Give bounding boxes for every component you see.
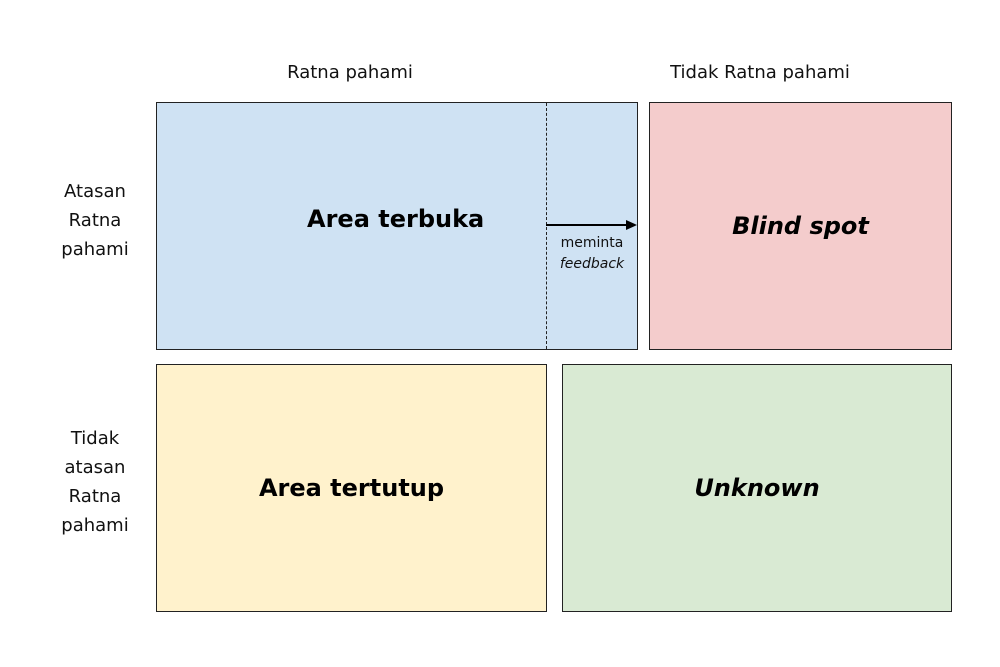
quadrant-title: Area tertutup bbox=[258, 474, 445, 502]
quadrant-hidden-area: Area tertutup bbox=[156, 364, 547, 612]
row-label-boss-knows: Atasan Ratna pahami bbox=[61, 181, 129, 260]
column-label-known: Ratna pahami bbox=[287, 62, 413, 83]
quadrant-blind-spot: Blind spot bbox=[649, 102, 952, 350]
row-label-boss-not-knows: Tidak atasan Ratna pahami bbox=[61, 428, 129, 536]
arrow-icon bbox=[546, 220, 637, 230]
arrow-label-line1: meminta bbox=[560, 235, 624, 251]
arrow-label-line2: feedback bbox=[559, 256, 625, 272]
quadrant-title: Blind spot bbox=[732, 212, 869, 240]
quadrant-unknown: Unknown bbox=[562, 364, 952, 612]
arrow-label: meminta feedback bbox=[547, 233, 637, 275]
quadrant-title: Area terbuka bbox=[307, 205, 485, 233]
column-label-unknown: Tidak Ratna pahami bbox=[670, 62, 850, 83]
quadrant-open-area: Area terbuka meminta feedback bbox=[156, 102, 638, 350]
quadrant-title: Unknown bbox=[694, 474, 820, 502]
